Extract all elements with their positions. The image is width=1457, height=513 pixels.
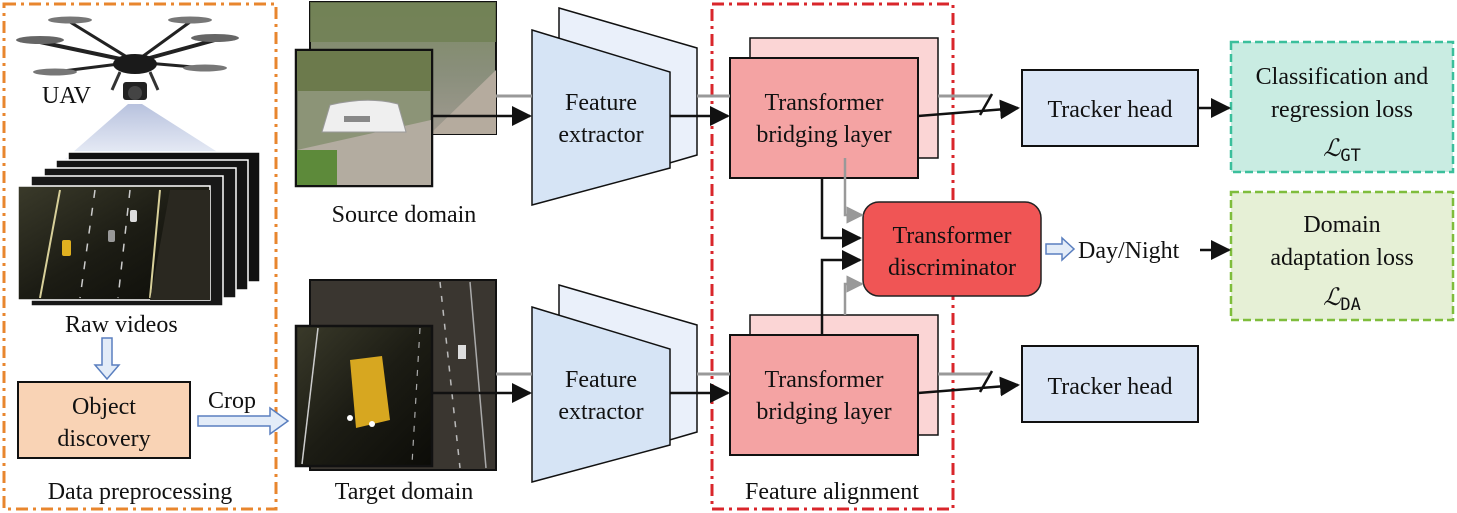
- bridging-layer-bottom: Transformer bridging layer: [729, 314, 939, 456]
- svg-text:Transformer: Transformer: [892, 223, 1011, 249]
- feature-extractor-bottom: Feature extractor: [531, 284, 698, 483]
- connectors: [432, 93, 1231, 403]
- raw-video-stack: [17, 151, 261, 307]
- svg-text:adaptation loss: adaptation loss: [1270, 245, 1413, 271]
- target-domain-label: Target domain: [335, 479, 474, 505]
- object-discovery-box: [17, 381, 191, 459]
- svg-text:ℒDA: ℒDA: [1323, 285, 1361, 315]
- svg-text:Transformer: Transformer: [764, 367, 883, 393]
- svg-text:bridging layer: bridging layer: [756, 399, 891, 425]
- feature-alignment-label: Feature alignment: [745, 479, 919, 505]
- crop-label: Crop: [208, 388, 256, 414]
- transformer-discriminator: Transformer discriminator: [862, 201, 1042, 297]
- feature-extractor-top: Feature extractor: [531, 7, 698, 206]
- tracker-head-top: Tracker head: [1021, 69, 1199, 147]
- classification-regression-loss: Classification and regression loss ℒGT: [1229, 40, 1455, 174]
- drone-icon: [16, 16, 239, 100]
- svg-text:Transformer: Transformer: [764, 90, 883, 116]
- raw-video-frame: [17, 185, 211, 301]
- svg-text:extractor: extractor: [558, 122, 643, 148]
- object-discovery-label-line2: discovery: [57, 426, 150, 452]
- object-discovery-label-line1: Object: [72, 394, 136, 420]
- svg-text:Classification and: Classification and: [1256, 64, 1429, 90]
- svg-text:Domain: Domain: [1303, 212, 1380, 238]
- svg-text:discriminator: discriminator: [888, 255, 1016, 281]
- bridging-layer-top: Transformer bridging layer: [729, 37, 939, 179]
- svg-text:Tracker head: Tracker head: [1047, 374, 1172, 400]
- preprocessing-frame: [2, 2, 278, 511]
- source-domain-label: Source domain: [332, 202, 477, 228]
- svg-text:Tracker head: Tracker head: [1047, 97, 1172, 123]
- day-night-label: Day/Night: [1078, 238, 1180, 264]
- preprocess-down-arrow: [93, 337, 121, 381]
- domain-adaptation-loss: Domain adaptation loss ℒDA: [1229, 190, 1455, 322]
- tracker-head-bottom: Tracker head: [1021, 345, 1199, 423]
- svg-text:Feature: Feature: [565, 90, 637, 116]
- svg-text:bridging layer: bridging layer: [756, 122, 891, 148]
- svg-text:regression loss: regression loss: [1271, 97, 1413, 123]
- preprocessing-section-label: Data preprocessing: [48, 479, 233, 505]
- raw-videos-label: Raw videos: [65, 312, 178, 338]
- svg-text:ℒGT: ℒGT: [1323, 136, 1361, 166]
- uav-label: UAV: [42, 83, 92, 109]
- source-domain-image: [294, 1, 497, 188]
- target-domain-image: [294, 279, 497, 471]
- camera-beam: [64, 104, 230, 160]
- svg-text:extractor: extractor: [558, 399, 643, 425]
- svg-text:Feature: Feature: [565, 367, 637, 393]
- crop-arrow: [197, 406, 290, 436]
